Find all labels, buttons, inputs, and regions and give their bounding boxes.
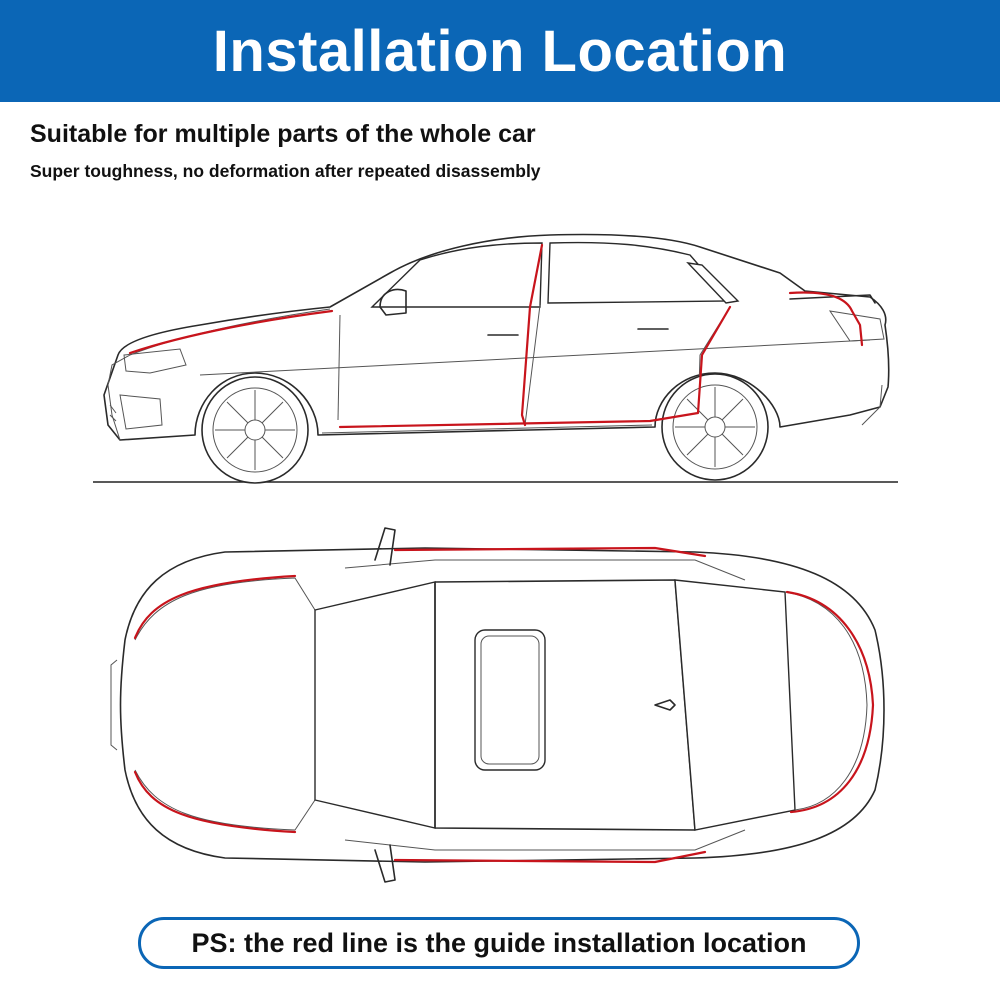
guide-line-hood-right bbox=[133, 770, 297, 834]
rear-window bbox=[547, 241, 732, 304]
car-body-outline bbox=[103, 233, 890, 441]
guide-line-trunk bbox=[788, 291, 864, 347]
front-window bbox=[370, 242, 543, 308]
b-pillar-line bbox=[524, 304, 541, 426]
guide-line-trunk bbox=[785, 590, 875, 814]
car-top-view bbox=[110, 527, 885, 883]
title-banner: Installation Location bbox=[0, 0, 1000, 102]
left-mirror bbox=[374, 527, 396, 566]
sunroof bbox=[474, 629, 546, 771]
guide-line-sill bbox=[338, 305, 732, 429]
right-mirror bbox=[374, 844, 396, 883]
subtitle: Suitable for multiple parts of the whole… bbox=[30, 120, 536, 148]
guide-line-hood bbox=[128, 309, 334, 355]
rear-windshield bbox=[674, 579, 796, 831]
guide-note: PS: the red line is the guide installati… bbox=[138, 917, 860, 969]
rear-wheel bbox=[661, 373, 769, 481]
windshield bbox=[314, 581, 436, 829]
guide-line-doors-right bbox=[393, 850, 707, 864]
page-title: Installation Location bbox=[212, 18, 788, 84]
guide-line-hood-left bbox=[133, 574, 297, 640]
guide-line-doors-left bbox=[393, 546, 707, 558]
front-wheel bbox=[201, 376, 309, 484]
caption: Super toughness, no deformation after re… bbox=[30, 161, 541, 181]
guide-line-door bbox=[520, 243, 544, 427]
car-side-view bbox=[93, 233, 898, 484]
rear-quarter-window bbox=[686, 262, 740, 304]
